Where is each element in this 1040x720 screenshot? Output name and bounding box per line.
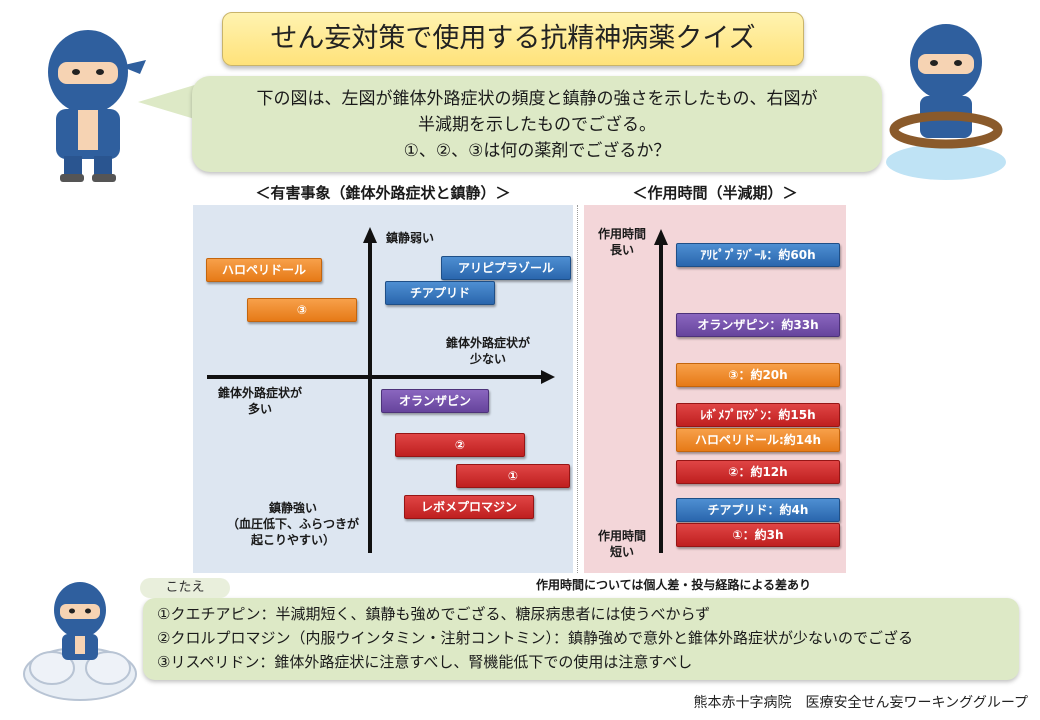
right-drug-haloperidol: ハロペリドール:約14h — [676, 428, 840, 452]
question-line-2: 半減期を示したものでござる。 — [418, 115, 656, 135]
right-drug-unknown-3: ③：約20h — [676, 363, 840, 387]
credit-text: 熊本赤十字病院 医療安全せん妄ワーキンググループ — [693, 695, 1028, 711]
ninja-illustration-right — [886, 24, 1006, 180]
left-drug-tiapride: チアプリド — [385, 281, 495, 305]
right-drug-olanzapine: オランザピン：約33h — [676, 313, 840, 337]
y-axis-top-label: 鎮静弱い — [386, 231, 435, 245]
y-axis-bottom-label: 鎮静強い （血圧低下、ふらつきが 起こりやすい） — [218, 500, 368, 548]
half-life-note: 作用時間については個人差・投与経路による差あり — [536, 578, 812, 592]
answer-line-1: ①クエチアピン：半減期短く、鎮静も強めでござる、糖尿病患者には使うべからず — [157, 605, 711, 623]
right-drug-levomepromazine: ﾚﾎﾞﾒﾌﾟﾛﾏｼﾞﾝ：約15h — [676, 403, 840, 427]
right-drug-unknown-1: ①：約3h — [676, 523, 840, 547]
y-axis-bottom-label-line1: 鎮静強い — [268, 501, 317, 515]
answer-line-2: ②クロルプロマジン（内服ウインタミン・注射コントミン）：鎮静強めで意外と錐体外路… — [157, 629, 913, 647]
left-drug-levomepromazine: レボメプロマジン — [404, 495, 534, 519]
half-life-top-label-line1: 作用時間 — [597, 227, 646, 241]
y-axis-bottom-label-line3: 起こりやすい） — [250, 533, 335, 547]
half-life-bottom-label-line1: 作用時間 — [597, 529, 646, 543]
panel-divider — [577, 205, 578, 573]
right-drug-unknown-2: ②：約12h — [676, 460, 840, 484]
speech-bubble-tail — [138, 84, 198, 120]
ninja-on-cloud-illustration — [23, 582, 137, 701]
x-axis-right-label-line2: 少ない — [469, 352, 506, 366]
x-axis-left-label-line2: 多い — [247, 402, 272, 416]
half-life-top-label-line2: 長い — [609, 243, 634, 257]
half-life-bottom-label-line2: 短い — [609, 545, 634, 559]
y-axis-bottom-label-line2: （血圧低下、ふらつきが — [226, 517, 359, 531]
answer-line-3: ③リスペリドン：錐体外路症状に注意すべし、腎機能低下での使用は注意すべし — [157, 653, 693, 671]
answer-box: ①クエチアピン：半減期短く、鎮静も強めでござる、糖尿病患者には使うべからず ②ク… — [143, 598, 1019, 680]
x-axis-right-label: 錐体外路症状が 少ない — [428, 335, 548, 367]
ninja-illustration-left — [48, 30, 146, 182]
adverse-effects-axes — [207, 227, 555, 553]
right-drug-tiapride: チアプリド：約4h — [676, 498, 840, 522]
left-drug-unknown-3: ③ — [247, 298, 357, 322]
left-drug-olanzapine: オランザピン — [381, 389, 489, 413]
question-line-1: 下の図は、左図が錐体外路症状の頻度と鎮静の強さを示したもの、右図が — [256, 89, 818, 109]
left-drug-aripiprazole: アリピプラゾール — [441, 256, 571, 280]
left-drug-unknown-1: ① — [456, 464, 570, 488]
x-axis-left-label: 錐体外路症状が 多い — [205, 385, 315, 417]
left-drug-haloperidol: ハロペリドール — [206, 258, 322, 282]
question-line-3: ①、②、③は何の薬剤でござるか？ — [403, 141, 671, 161]
left-chart-heading: ＜有害事象（錐体外路症状と鎮静）＞ — [255, 184, 511, 202]
question-bubble: 下の図は、左図が錐体外路症状の頻度と鎮静の強さを示したもの、右図が 半減期を示し… — [192, 76, 882, 172]
page-title: せん妄対策で使用する抗精神病薬クイズ — [222, 12, 804, 66]
x-axis-right-label-line1: 錐体外路症状が — [445, 336, 530, 350]
half-life-top-label: 作用時間 長い — [588, 226, 656, 258]
answer-tab: こたえ — [140, 578, 230, 598]
half-life-bottom-label: 作用時間 短い — [588, 528, 656, 560]
right-chart-heading: ＜作用時間（半減期）＞ — [632, 184, 798, 202]
half-life-axis — [654, 229, 668, 553]
right-drug-aripiprazole: ｱﾘﾋﾟﾌﾟﾗｿﾞｰﾙ：約60h — [676, 243, 840, 267]
x-axis-left-label-line1: 錐体外路症状が — [217, 386, 302, 400]
left-drug-unknown-2: ② — [395, 433, 525, 457]
